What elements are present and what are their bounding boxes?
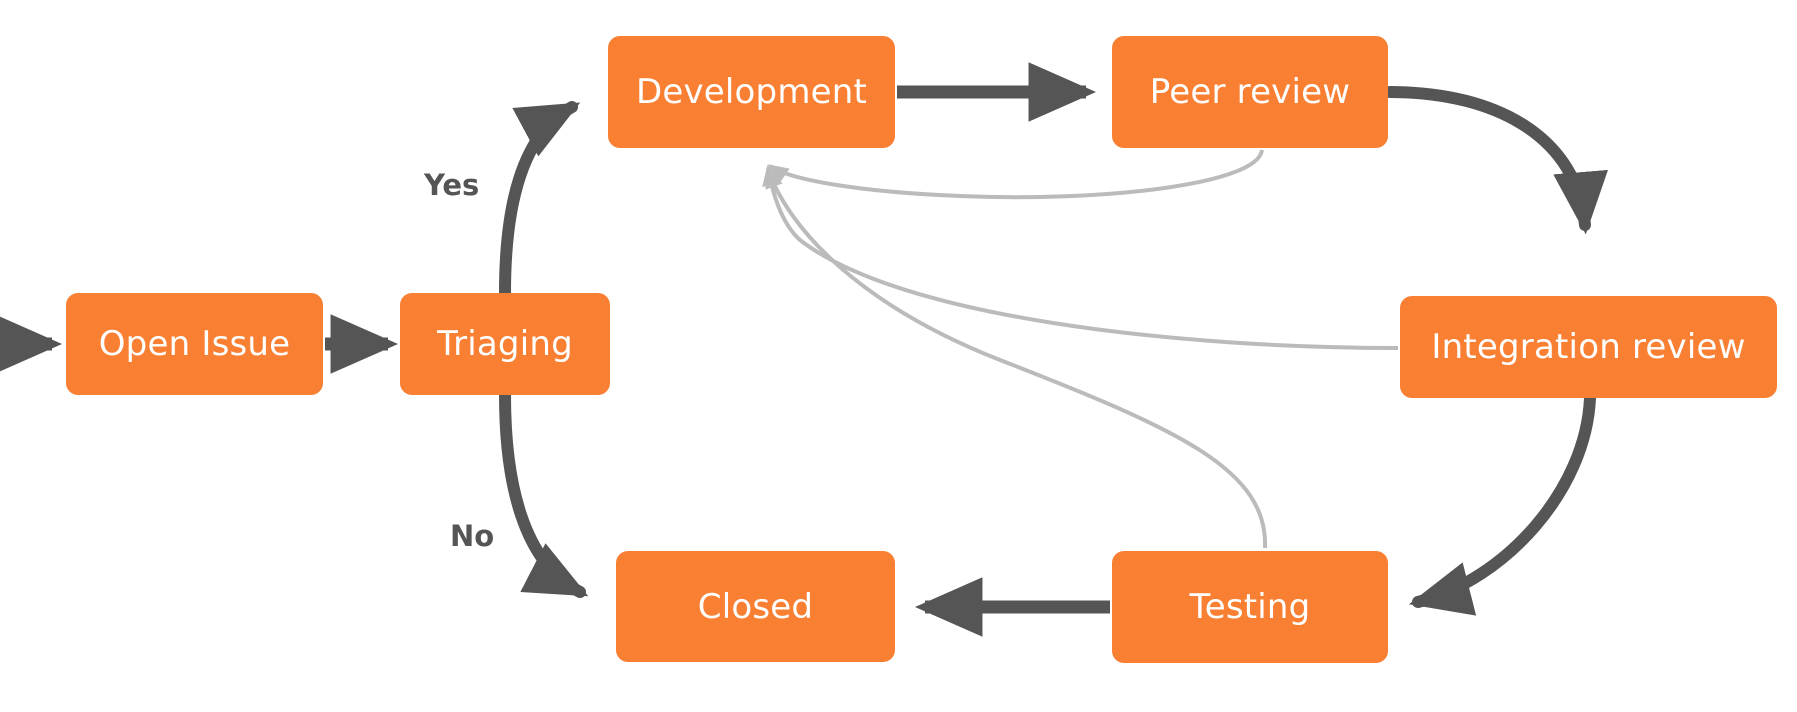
edge-testing-to-development-feedback <box>765 167 1268 549</box>
edge-peer-review-to-development-feedback <box>767 149 1264 200</box>
node-open-issue[interactable]: Open Issue <box>66 293 323 395</box>
edge-integration-review-to-development-feedback <box>762 164 1399 350</box>
node-testing[interactable]: Testing <box>1112 551 1388 663</box>
node-label: Testing <box>1189 587 1311 627</box>
edge-integration-review-to-testing <box>1408 392 1596 616</box>
node-integration-review[interactable]: Integration review <box>1400 296 1777 398</box>
edge-triaging-to-development <box>499 101 581 299</box>
node-label: Closed <box>697 586 814 627</box>
edge-triaging-to-closed <box>499 389 589 598</box>
node-label: Open Issue <box>98 324 291 364</box>
node-label: Peer review <box>1149 72 1351 112</box>
node-closed[interactable]: Closed <box>616 551 895 662</box>
edge-label-no: No <box>450 519 495 553</box>
node-development[interactable]: Development <box>608 36 895 148</box>
edge-label-yes: Yes <box>424 168 480 202</box>
edge-peer-review-to-integration-review <box>1384 86 1608 235</box>
node-label: Development <box>635 72 868 112</box>
node-label: Integration review <box>1431 327 1746 367</box>
node-triaging[interactable]: Triaging <box>400 293 610 395</box>
node-label: Triaging <box>437 324 573 364</box>
node-peer-review[interactable]: Peer review <box>1112 36 1388 148</box>
